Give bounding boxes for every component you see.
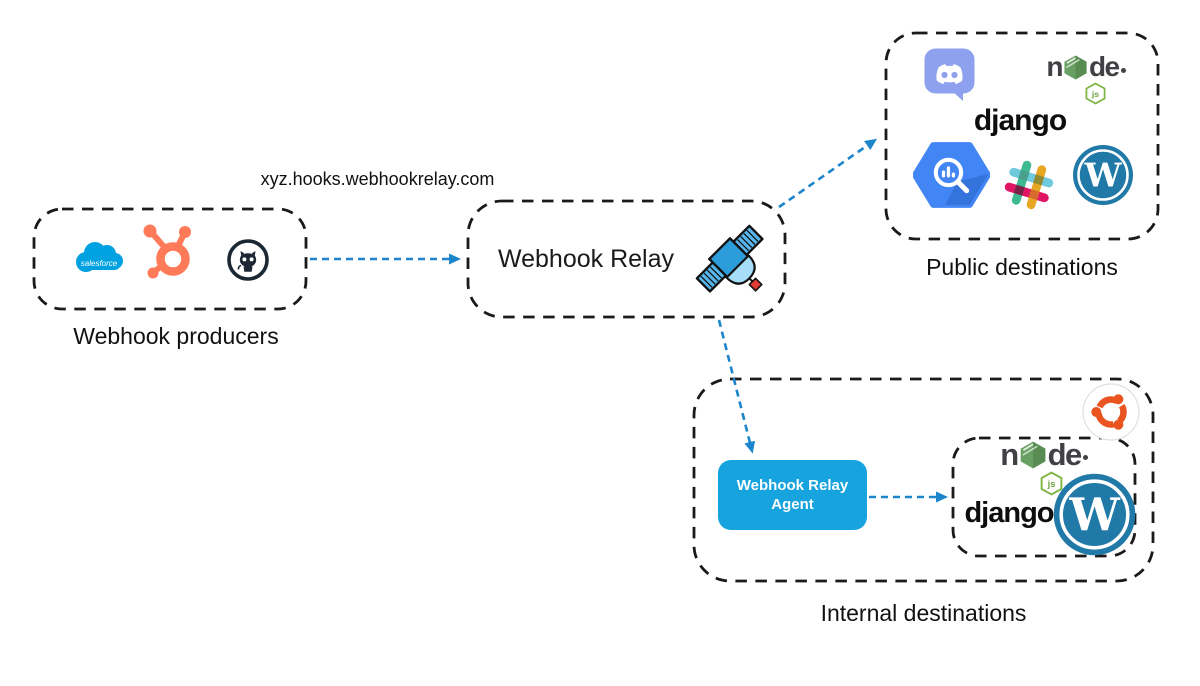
relay-label: Webhook Relay (497, 245, 675, 273)
node-e-dot (1082, 455, 1088, 460)
producers-label: Webhook producers (73, 323, 279, 349)
github-icon (227, 239, 269, 281)
wordpress-w: W (1083, 156, 1122, 195)
public-destinations-label: Public destinations (926, 254, 1118, 280)
ubuntu-icon (1082, 383, 1140, 441)
satellite-icon (695, 224, 764, 293)
salesforce-icon: salesforce (76, 242, 123, 272)
node-hexagon-icon (1020, 441, 1045, 468)
relay-box (466, 199, 787, 319)
public-destinations-box (884, 31, 1160, 241)
internal-destinations-box (692, 377, 1155, 583)
nodejs-badge-text: js (1046, 479, 1055, 489)
node-wordmark-right: de (1088, 51, 1120, 82)
wordpress-icon: W (1073, 145, 1133, 205)
node-wordmark-right: de (1047, 437, 1083, 472)
django-logo: django (964, 497, 1054, 529)
node-hexagon-icon (1064, 54, 1087, 80)
nodejs-logo: n de js (1026, 53, 1146, 105)
hubspot-icon (143, 224, 191, 279)
producers-box (32, 207, 308, 311)
arrow-relay-to-agent (717, 319, 756, 454)
node-wordmark-left: n (1046, 51, 1063, 82)
node-e-dot (1120, 67, 1126, 73)
salesforce-wordmark: salesforce (81, 259, 118, 268)
nodejs-badge-icon: js (1085, 82, 1105, 105)
slack-icon (1004, 160, 1054, 210)
wordpress-icon: W (1053, 473, 1136, 556)
arrow-relay-to-public (778, 138, 878, 209)
relay-domain-label: xyz.hooks.webhookrelay.com (260, 169, 495, 189)
wordpress-w: W (1068, 488, 1120, 541)
discord-icon (924, 48, 975, 101)
django-logo: django (973, 104, 1067, 137)
internal-services-box (951, 436, 1137, 558)
nodejs-logo: n de js (984, 439, 1104, 496)
nodejs-badge-icon: js (1040, 471, 1062, 496)
google-bigquery-icon (913, 142, 990, 208)
node-wordmark-left: n (1000, 437, 1019, 472)
nodejs-badge-text: js (1090, 89, 1098, 99)
webhook-relay-agent-node: Webhook Relay Agent (718, 460, 867, 530)
internal-destinations-label: Internal destinations (820, 600, 1027, 626)
